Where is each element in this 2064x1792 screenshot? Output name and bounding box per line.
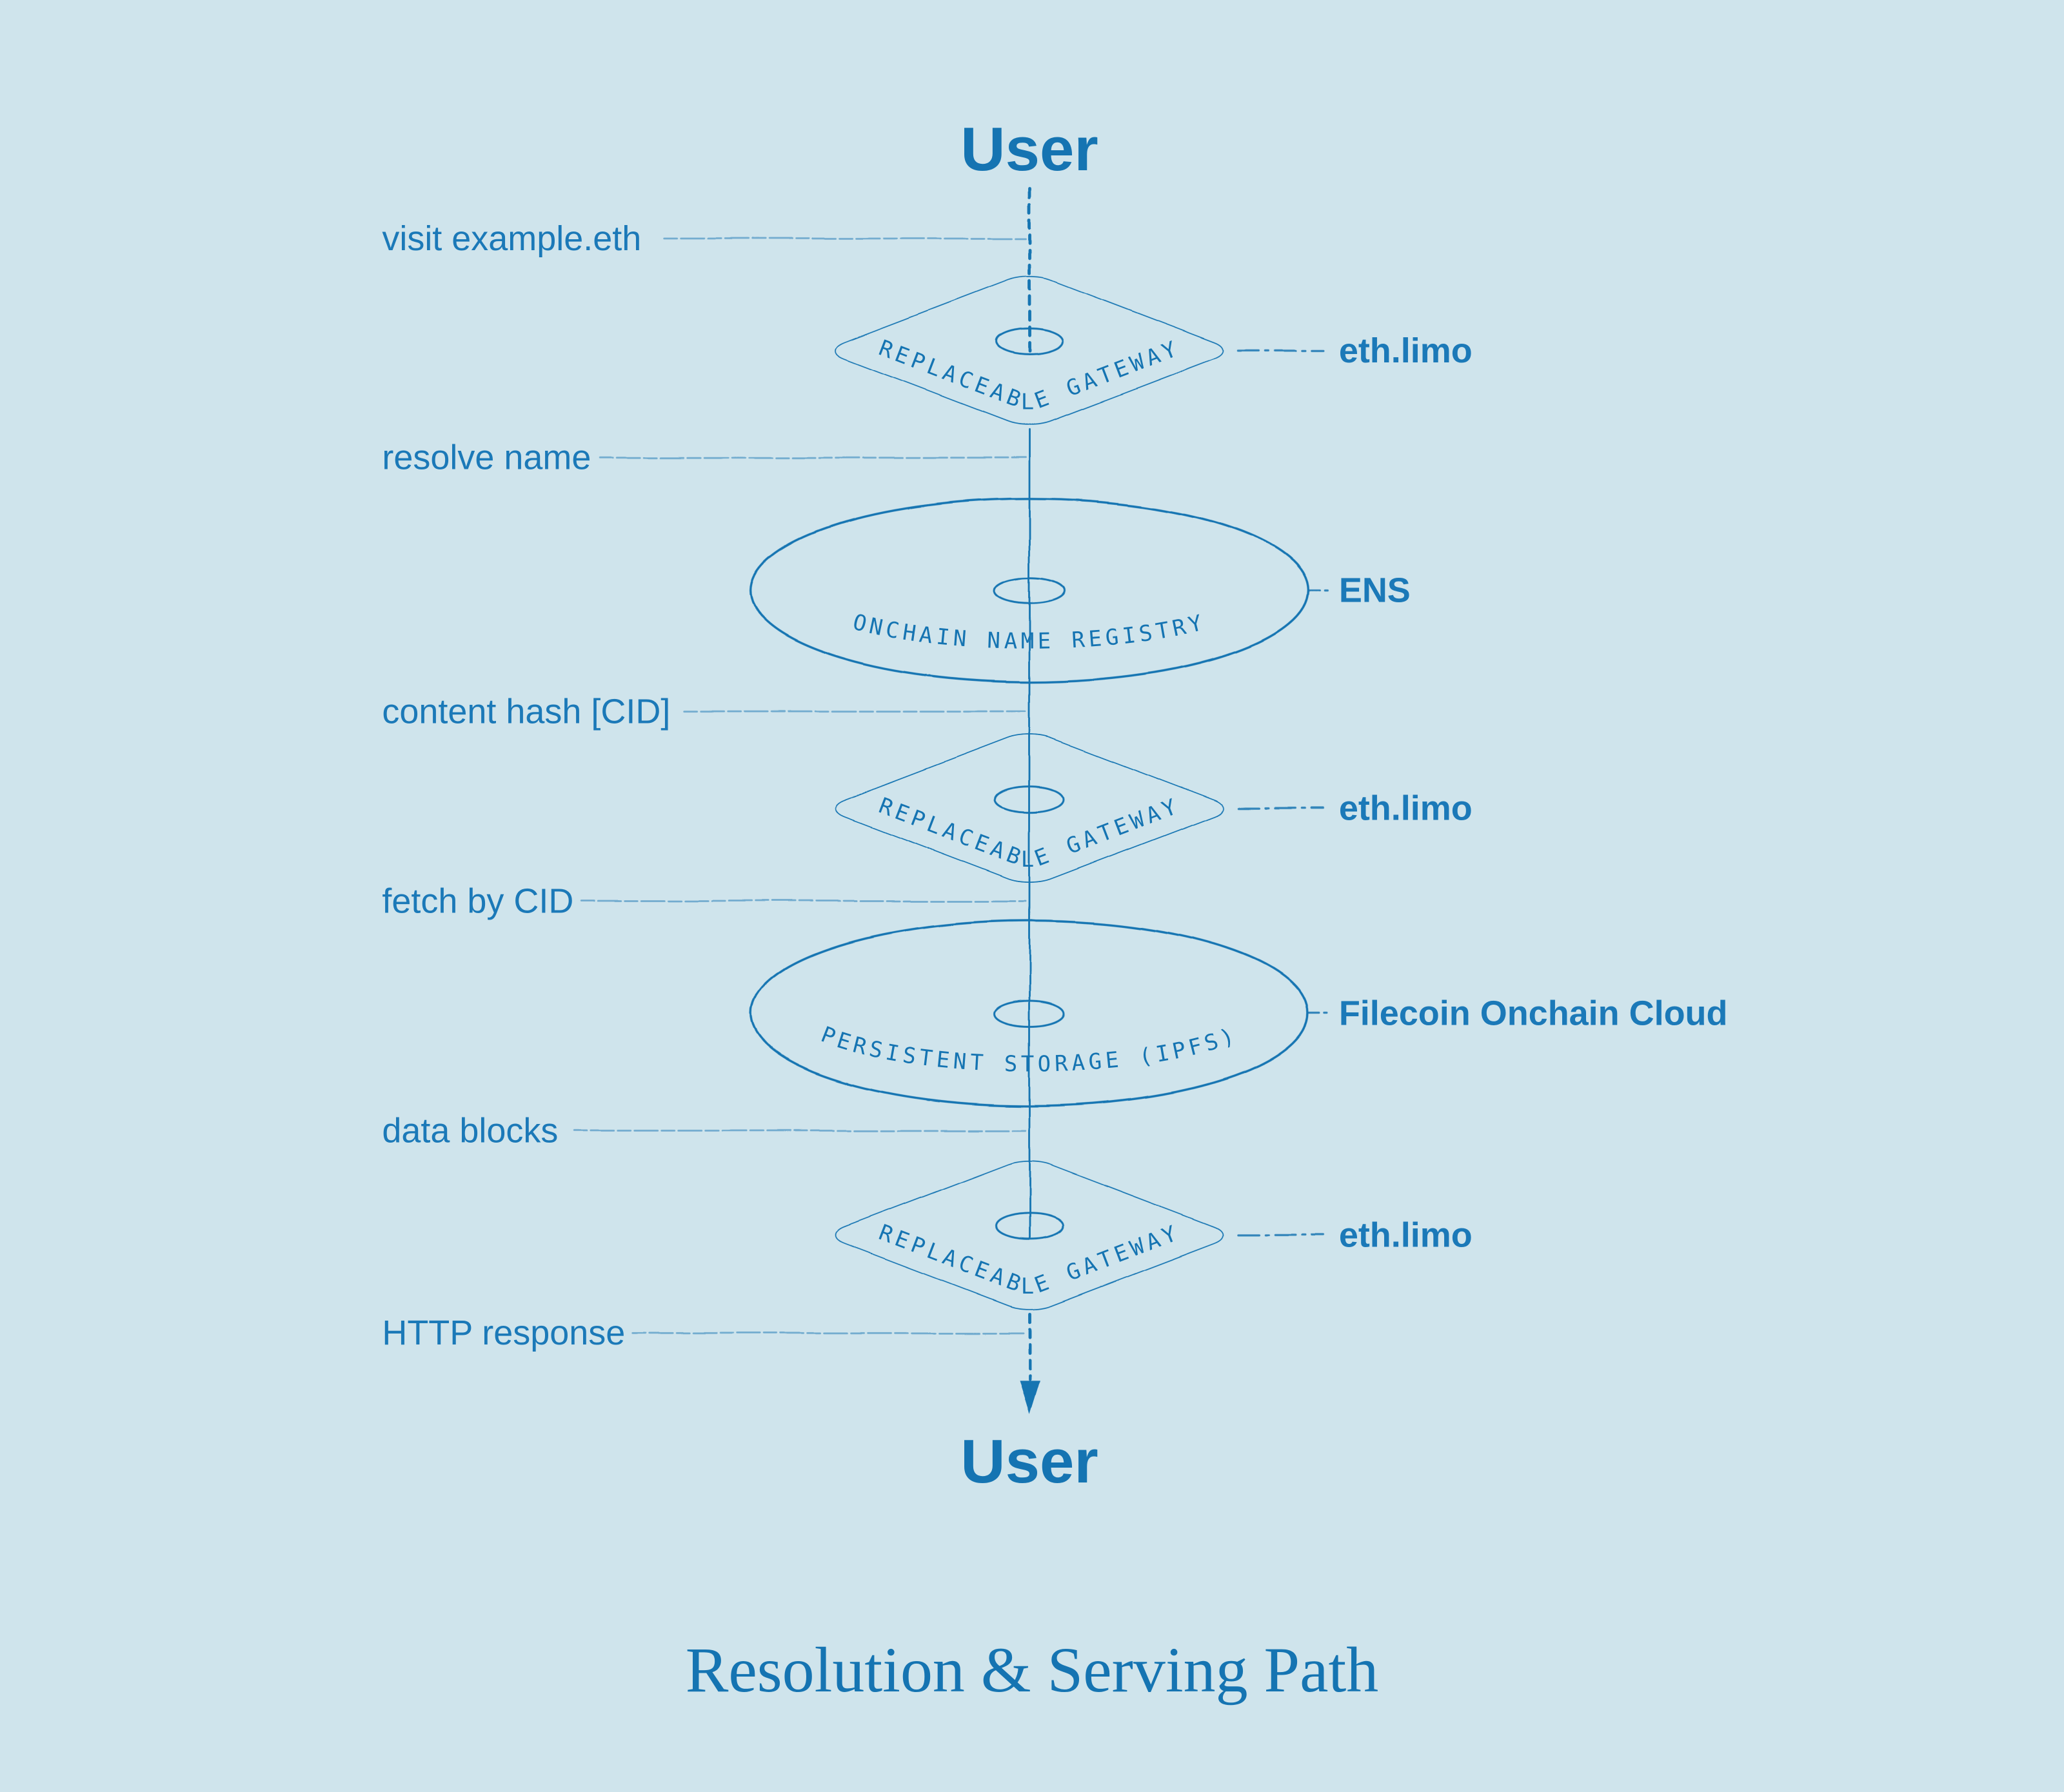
center-hub-ellipse-3 — [995, 785, 1064, 814]
provider-label-eth-limo-1: eth.limo — [1339, 331, 1473, 370]
center-hub-ellipse-4 — [993, 999, 1066, 1027]
diagram-text: User visit example.eth resolve name cont… — [382, 115, 1727, 1706]
diagram-linework — [573, 186, 1333, 1415]
provider-label-eth-limo-2: eth.limo — [1339, 789, 1473, 828]
user-label-bottom: User — [960, 1427, 1098, 1496]
center-hub-ellipse-1 — [995, 328, 1064, 356]
provider-label-filecoin-onchain-cloud: Filecoin Onchain Cloud — [1339, 994, 1728, 1032]
ens-registry-ellipse — [749, 498, 1309, 684]
diagram-title: Resolution & Serving Path — [686, 1634, 1379, 1706]
center-hub-ellipse-5 — [995, 1212, 1064, 1240]
step-label-visit-example-eth: visit example.eth — [382, 219, 641, 258]
step-label-data-blocks: data blocks — [382, 1111, 558, 1150]
gateway-diamond-1 — [823, 272, 1236, 429]
step-label-http-response: HTTP response — [382, 1314, 625, 1352]
center-hub-ellipse-2 — [993, 576, 1066, 605]
step-label-resolve-name: resolve name — [382, 438, 591, 477]
gateway-diamond-2 — [823, 730, 1236, 887]
provider-label-ens: ENS — [1339, 571, 1411, 610]
down-arrowhead-icon — [1019, 1381, 1040, 1415]
step-label-content-hash-cid: content hash [CID] — [382, 693, 670, 731]
provider-label-eth-limo-3: eth.limo — [1339, 1216, 1473, 1254]
step-label-fetch-by-cid: fetch by CID — [382, 881, 573, 920]
gateway-diamond-3 — [823, 1156, 1236, 1314]
user-label-top: User — [960, 115, 1098, 184]
filecoin-storage-ellipse — [749, 919, 1309, 1108]
